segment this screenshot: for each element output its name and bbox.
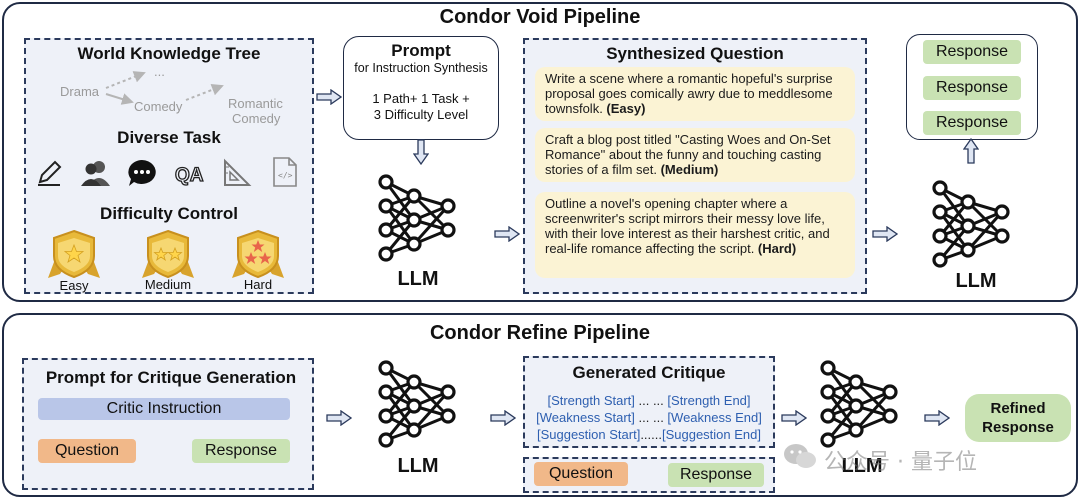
critique-row-suggestion: [Suggestion Start]......[Suggestion End] [523, 426, 775, 443]
badge-hard-icon [232, 229, 284, 279]
tree-node-romantic-comedy: Comedy [232, 111, 281, 126]
arrow-right-icon [326, 410, 352, 426]
critique-row-strength: [Strength Start] ... ... [Strength End] [523, 392, 775, 409]
prompt-line-2: 3 Difficulty Level [373, 107, 469, 122]
critique-dots: ...... [640, 427, 662, 442]
question-text: Outline a novel's opening chapter where … [545, 196, 830, 256]
knowledge-tree-heading: World Knowledge Tree [77, 44, 261, 63]
watermark-text: 公众号 · 量子位 [824, 450, 977, 475]
question-level: (Hard) [757, 241, 797, 256]
critique-prompt-heading: Prompt for Critique Generation [45, 368, 297, 387]
arrow-right-icon [781, 410, 807, 426]
critique-dots: ... ... [634, 410, 668, 425]
arrow-right-icon [494, 226, 520, 242]
arrow-right-icon [872, 226, 898, 242]
question-level: (Easy) [606, 101, 646, 116]
critic-instruction-tag: Critic Instruction [38, 398, 290, 420]
void-pipeline-title: Condor Void Pipeline [439, 6, 641, 28]
difficulty-easy-label: Easy [59, 278, 89, 293]
ruler-triangle-icon [224, 158, 252, 186]
tree-node-comedy: Comedy [134, 99, 183, 114]
question-card-easy: Write a scene where a romantic hopeful's… [535, 67, 855, 121]
arrow-down-icon [413, 139, 429, 165]
response-tag: Response [192, 439, 290, 463]
critique-start: [Weakness Start] [536, 410, 635, 425]
critique-start: [Strength Start] [547, 393, 635, 408]
generated-critique-box [523, 356, 775, 448]
critique-row-weakness: [Weakness Start] ... ... [Weakness End] [523, 409, 775, 426]
tree-node-drama: Drama [60, 84, 100, 99]
neural-network-icon [378, 360, 456, 448]
response-tag: Response [923, 40, 1021, 64]
prompt-box [343, 36, 499, 140]
arrow-right-icon [316, 89, 342, 105]
prompt-line-1: 1 Path+ 1 Task + [372, 91, 470, 106]
refine-pipeline-title: Condor Refine Pipeline [429, 322, 651, 344]
llm-label: LLM [955, 270, 997, 292]
critique-prompt-box [22, 358, 314, 490]
badge-easy-icon [48, 229, 100, 279]
svg-text:QA: QA [175, 165, 204, 186]
neural-network-icon [820, 360, 898, 448]
critique-start: [Suggestion Start] [536, 427, 641, 442]
question-text: Craft a blog post titled "Casting Woes a… [545, 132, 831, 177]
llm-label: LLM [397, 268, 439, 290]
question-text: Write a scene where a romantic hopeful's… [545, 71, 833, 116]
arrow-right-icon [490, 410, 516, 426]
response-tag: Response [923, 111, 1021, 135]
neural-network-icon [378, 174, 456, 262]
tree-node-romantic: Romantic [228, 96, 283, 111]
generated-critique-heading: Generated Critique [572, 363, 726, 382]
critique-dots: ... ... [634, 393, 668, 408]
critique-end: [Suggestion End] [661, 427, 762, 442]
users-icon [81, 161, 110, 186]
difficulty-medium-label: Medium [144, 277, 192, 292]
difficulty-hard-label: Hard [243, 277, 273, 292]
tree-node-ellipsis: ... [154, 64, 165, 79]
qa-icon: QA [174, 164, 204, 186]
diverse-task-heading: Diverse Task [117, 128, 221, 147]
badge-medium-icon [142, 229, 194, 279]
arrow-up-icon [963, 138, 979, 164]
code-file-icon: </> [273, 157, 297, 187]
response-tag: Response [923, 76, 1021, 100]
question-tag: Question [38, 439, 136, 463]
chat-bubble-icon [128, 160, 156, 186]
wechat-icon [784, 444, 816, 468]
llm-label: LLM [397, 455, 439, 477]
question-tag: Question [534, 462, 628, 486]
question-card-medium: Craft a blog post titled "Casting Woes a… [535, 128, 855, 182]
critique-end: [Strength End] [667, 393, 751, 408]
synthesized-question-heading: Synthesized Question [606, 44, 784, 63]
refined-line-1: Refined [990, 400, 1046, 417]
prompt-heading: Prompt [391, 41, 451, 60]
arrow-right-icon [924, 410, 950, 426]
question-level: (Medium) [660, 162, 719, 177]
critique-end: [Weakness End] [667, 410, 762, 425]
neural-network-icon [932, 180, 1010, 268]
pencil-icon [38, 160, 62, 186]
refined-line-2: Response [982, 419, 1054, 436]
svg-text:</>: </> [278, 171, 293, 180]
difficulty-control-heading: Difficulty Control [100, 204, 238, 223]
prompt-subheading: for Instruction Synthesis [354, 61, 488, 75]
knowledge-tree-diagram [105, 71, 224, 105]
response-tag: Response [668, 463, 764, 487]
question-card-hard: Outline a novel's opening chapter where … [535, 192, 855, 278]
refined-response-box: Refined Response [965, 394, 1071, 442]
llm-label: LLM [841, 455, 883, 477]
